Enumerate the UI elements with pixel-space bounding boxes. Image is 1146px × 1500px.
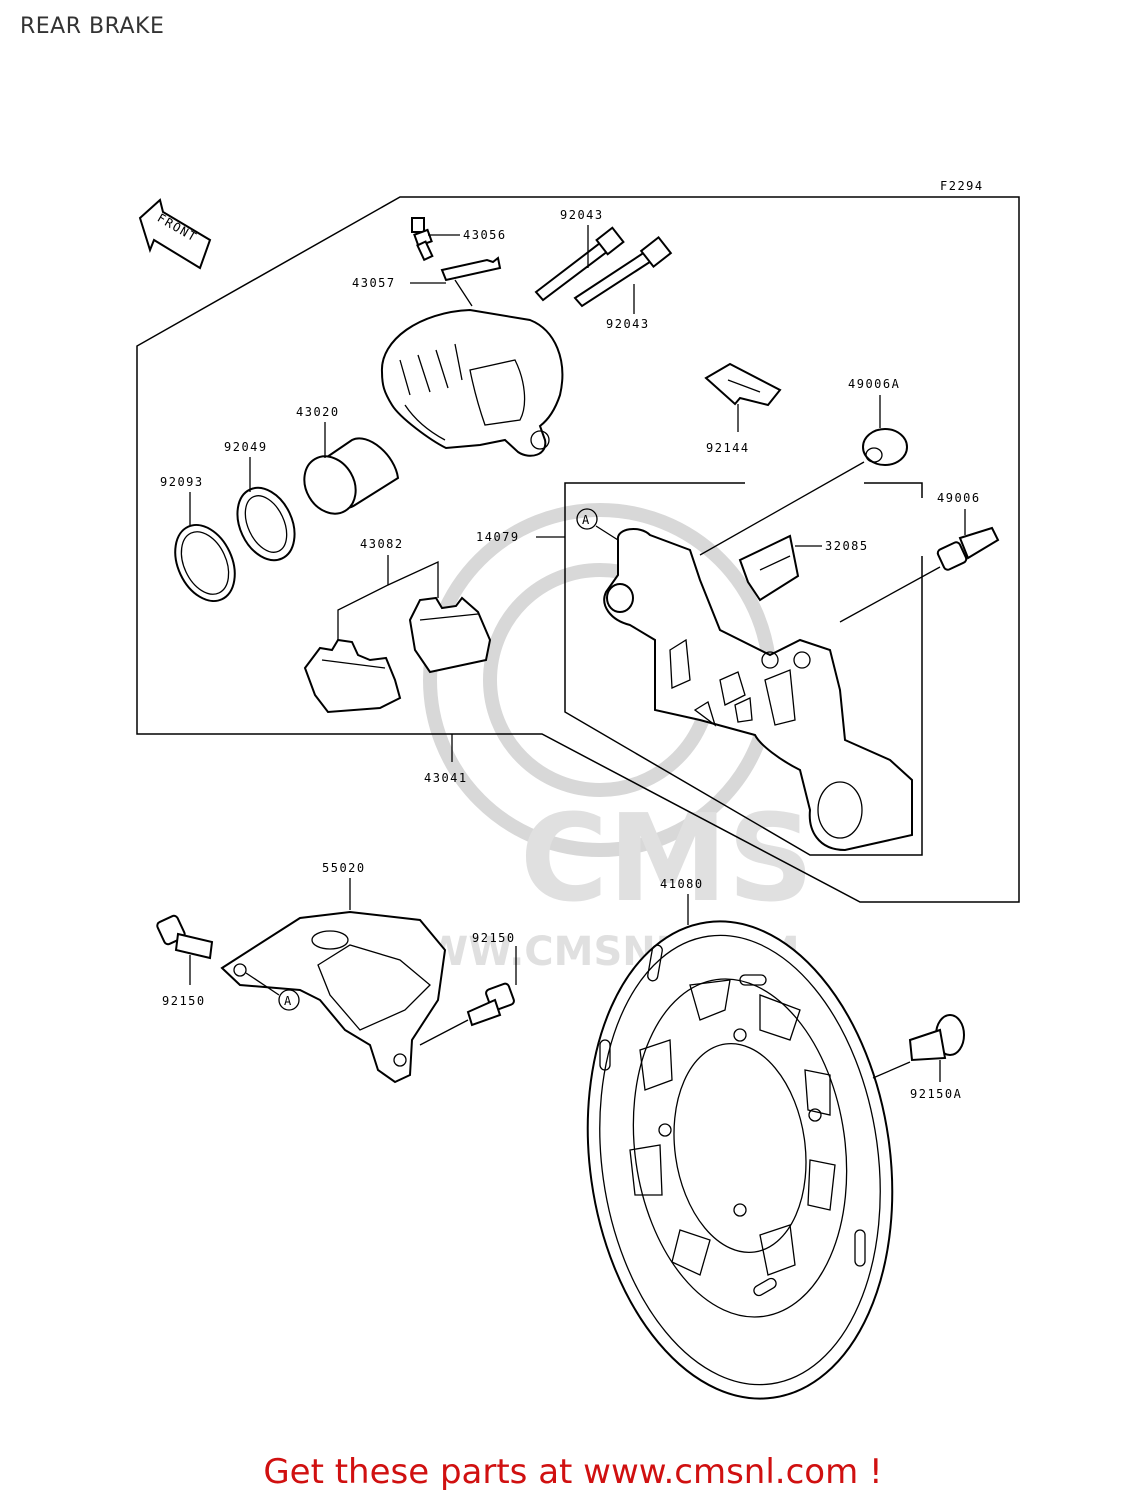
callout-32085: 32085 — [825, 539, 869, 553]
callout-41080: 41080 — [660, 877, 704, 891]
bleeder-cap — [440, 256, 502, 282]
callout-92049: 92049 — [224, 440, 268, 454]
piston-seal — [236, 486, 296, 562]
rubber-boot — [862, 428, 908, 466]
callout-43082: 43082 — [360, 537, 404, 551]
bleeder-valve — [411, 217, 460, 262]
caliper-body — [380, 308, 564, 457]
callout-92150-center: 92150 — [472, 931, 516, 945]
caliper-guard — [220, 910, 447, 1084]
callout-43056: 43056 — [463, 228, 507, 242]
brake-pad-set — [303, 596, 492, 714]
caliper-bracket — [603, 528, 913, 852]
callout-43057: 43057 — [352, 276, 396, 290]
callout-49006: 49006 — [937, 491, 981, 505]
marker-a-bracket: A — [576, 508, 619, 541]
callout-49006A: 49006A — [848, 377, 900, 391]
dust-seal — [174, 523, 236, 603]
bracket-pad-spring — [738, 534, 800, 602]
callout-43041: 43041 — [424, 771, 468, 785]
callout-92150A: 92150A — [910, 1087, 962, 1101]
marker-a-guard: A — [245, 972, 300, 1011]
assembly-frame — [136, 196, 1020, 903]
pad-pin-2 — [573, 235, 673, 308]
callout-43020: 43020 — [296, 405, 340, 419]
bracket-bolt — [936, 526, 1000, 571]
pad-spring — [704, 362, 782, 407]
pad-pin-1 — [534, 226, 625, 302]
front-arrow-icon: FRONT — [138, 198, 212, 270]
callout-14079: 14079 — [476, 530, 520, 544]
guard-bolt-left — [156, 914, 214, 960]
caliper-piston — [303, 437, 400, 515]
guard-bolt-center — [466, 982, 515, 1027]
callout-92043-bottom: 92043 — [606, 317, 650, 331]
watermark-logo: CMS — [520, 790, 814, 929]
disc-bolt — [908, 1014, 965, 1062]
ref-code: F2294 — [940, 179, 984, 193]
callout-92144: 92144 — [706, 441, 750, 455]
page-title: REAR BRAKE — [20, 14, 165, 39]
svg-text:A: A — [284, 994, 293, 1008]
callout-92043-top: 92043 — [560, 208, 604, 222]
svg-text:A: A — [582, 513, 591, 527]
brake-disc — [586, 920, 894, 1400]
callout-55020: 55020 — [322, 861, 366, 875]
callout-92093: 92093 — [160, 475, 204, 489]
bracket-frame — [564, 482, 923, 856]
footer-cta-link[interactable]: Get these parts at www.cmsnl.com ! — [263, 1452, 883, 1492]
callout-92150-left: 92150 — [162, 994, 206, 1008]
